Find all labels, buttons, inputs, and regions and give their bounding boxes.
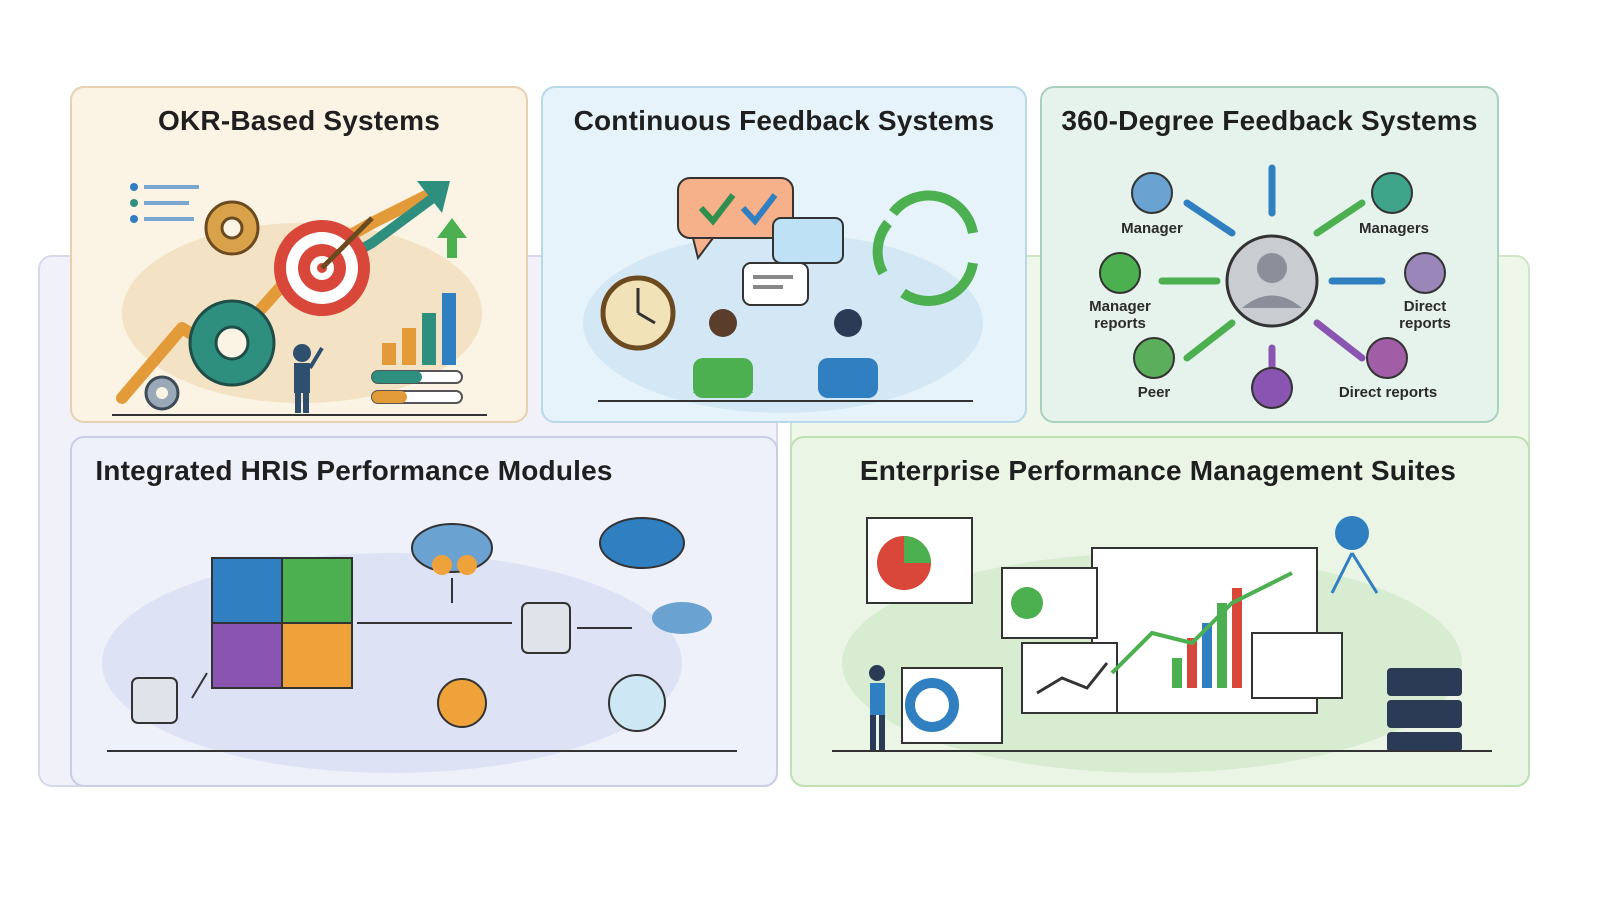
bar-chart-icon xyxy=(382,218,467,365)
chat-bubble-icon xyxy=(742,217,844,306)
panel-integrated-hris-performance-modules: Integrated HRIS Performance Modules xyxy=(70,436,778,787)
pie-chart-icon xyxy=(877,516,1369,732)
line-chart-icon xyxy=(1036,571,1293,695)
cloud-icon xyxy=(652,602,712,634)
coin-hand-icon xyxy=(437,678,487,728)
panel-title: Enterprise Performance Management Suites xyxy=(859,455,1457,486)
panel-title: Continuous Feedback Systems xyxy=(573,105,995,136)
continuous-feedback-illustration xyxy=(583,177,983,413)
cloud-sync-icon xyxy=(599,517,685,569)
puzzle-icon xyxy=(211,557,353,689)
feedback-360-diagram: Manager Managers Manager reports Direct … xyxy=(1089,164,1451,409)
database-icon xyxy=(131,602,571,724)
cycle-arrows-icon xyxy=(872,190,978,306)
panel-okr-based-systems: OKR-Based Systems xyxy=(70,86,528,423)
panel-continuous-feedback-systems: Continuous Feedback Systems xyxy=(541,86,1027,423)
list-icon xyxy=(130,183,199,223)
server-rack-icon xyxy=(1387,668,1462,752)
panel-360-degree-feedback-systems: 360-Degree Feedback Systems xyxy=(1040,86,1499,423)
role-label-manager-reports-line2: reports xyxy=(1094,315,1146,332)
person-icon xyxy=(293,344,324,413)
role-label-manager: Manager xyxy=(1121,220,1183,237)
panel-enterprise-performance-management-suites: Enterprise Performance Management Suites xyxy=(790,436,1530,787)
network-icon xyxy=(1330,552,1379,594)
panel-title: Integrated HRIS Performance Modules xyxy=(95,455,613,486)
gear-icon xyxy=(144,200,276,411)
person-presenting-icon xyxy=(869,665,885,750)
role-label-managers: Managers xyxy=(1359,220,1429,237)
role-label-direct-reports-bottom: Direct reports xyxy=(1339,384,1437,401)
role-label-manager-reports: Manager xyxy=(1089,298,1151,315)
target-icon xyxy=(274,216,374,316)
role-label-direct-reports-right: Direct xyxy=(1404,298,1447,315)
speech-bubble-check-icon xyxy=(677,177,794,261)
panel-title: 360-Degree Feedback Systems xyxy=(1061,105,1478,136)
avatar-icon xyxy=(1099,172,1446,409)
avatar-icon xyxy=(1225,234,1319,328)
head-icon xyxy=(608,674,666,732)
clock-icon xyxy=(600,275,676,351)
panel-title: OKR-Based Systems xyxy=(158,105,440,136)
role-label-direct-reports-right-line2: reports xyxy=(1399,315,1451,332)
role-label-peer: Peer xyxy=(1138,384,1171,401)
bar-chart-icon xyxy=(1172,588,1242,688)
cloud-gear-icon xyxy=(411,523,493,575)
hris-illustration xyxy=(102,517,737,773)
progress-bar-icon xyxy=(371,370,463,404)
people-talking-icon xyxy=(693,309,878,398)
epm-illustration xyxy=(832,516,1492,773)
okr-illustration xyxy=(112,181,487,416)
arrow-icon xyxy=(1158,164,1386,397)
